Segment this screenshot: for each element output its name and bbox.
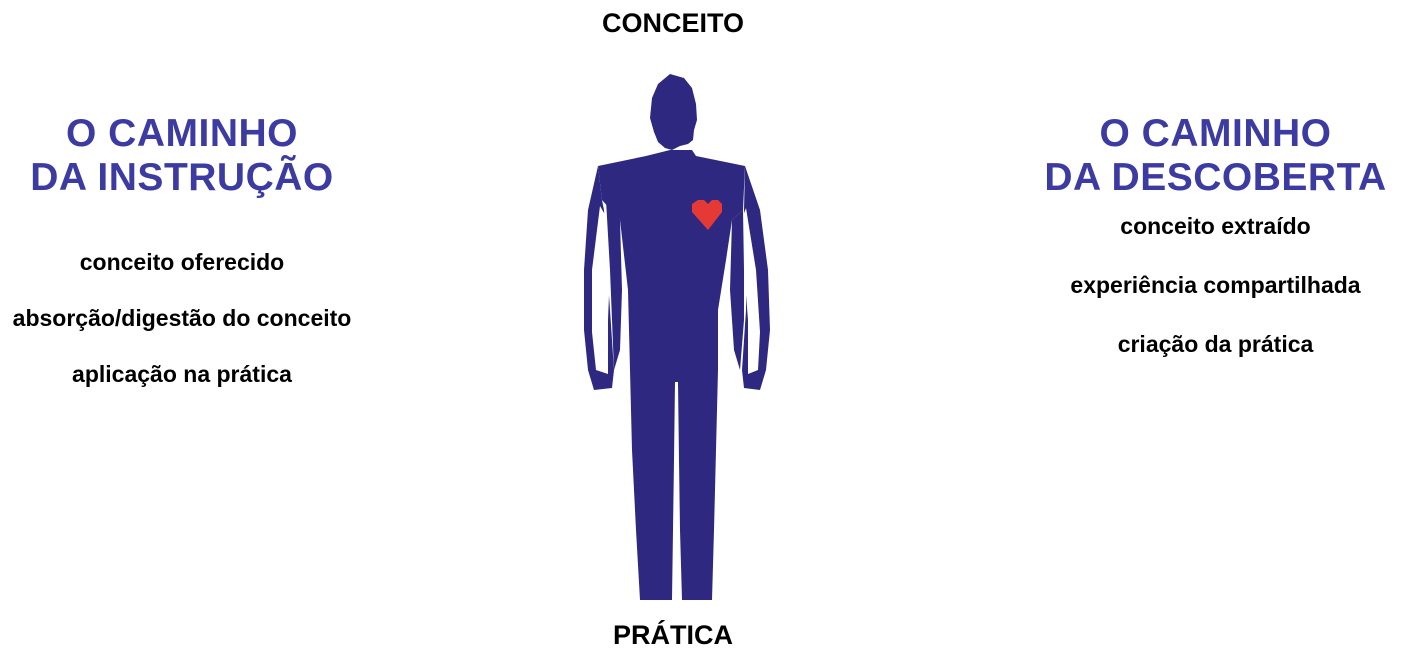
figure-arm-left-inner [606, 200, 622, 370]
concept-label: CONCEITO [601, 8, 744, 38]
discovery-path-column: O CAMINHO DA DESCOBERTA conceito extraíd… [1005, 112, 1426, 387]
discovery-heading-line1: O CAMINHO [1099, 112, 1332, 155]
instruction-heading-line2: DA INSTRUÇÃO [30, 156, 334, 199]
discovery-step-1: conceito extraído [1120, 213, 1311, 239]
discovery-heading-line2: DA DESCOBERTA [1044, 156, 1387, 199]
discovery-step-3: criação da prática [1117, 331, 1314, 357]
instruction-step-2: absorção/digestão do conceito [12, 305, 352, 331]
figure-body [598, 150, 745, 600]
figure-arm-right-inner [730, 210, 744, 370]
instruction-step-3: aplicação na prática [72, 361, 292, 387]
human-figure-icon [584, 74, 770, 600]
instruction-heading-line1: O CAMINHO [66, 112, 298, 155]
figure-head [650, 74, 697, 150]
heart-icon [692, 200, 722, 230]
instruction-step-1: conceito oferecido [79, 249, 285, 275]
discovery-path-heading: O CAMINHO DA DESCOBERTA [1005, 112, 1426, 200]
practice-label: PRÁTICA [613, 620, 733, 650]
instruction-path-column: O CAMINHO DA INSTRUÇÃO conceito oferecid… [0, 112, 364, 414]
discovery-step-2: experiência compartilhada [1070, 272, 1361, 298]
figure-sleeve-left [592, 206, 614, 374]
instruction-path-heading: O CAMINHO DA INSTRUÇÃO [0, 112, 364, 200]
